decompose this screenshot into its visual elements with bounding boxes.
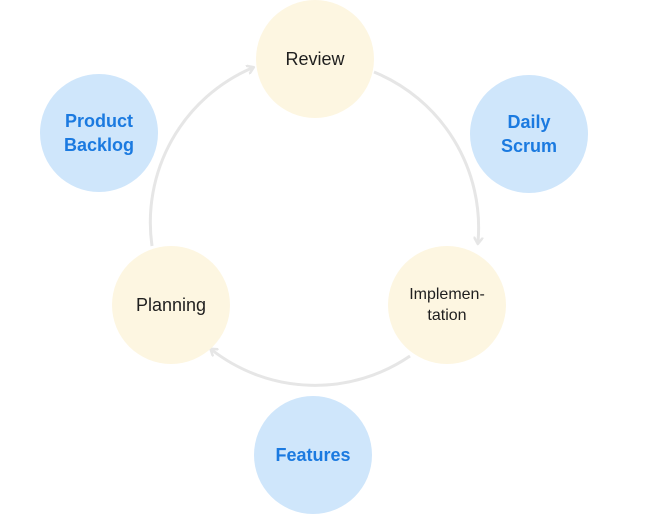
arrow-implementation-to-planning — [212, 350, 411, 387]
implementation-label-line2: tation — [427, 307, 467, 324]
arrow-review-to-implementation — [373, 70, 479, 242]
product-backlog-label-line1: Product — [64, 111, 133, 131]
planning-label: Planning — [135, 295, 207, 315]
daily-scrum-node: Daily Scrum — [470, 75, 588, 193]
features-node: Features — [254, 396, 372, 514]
review-phase-node: Review — [256, 0, 374, 118]
implementation-phase-node: Implemen- tation — [388, 246, 506, 364]
planning-phase-node: Planning — [112, 246, 230, 364]
product-backlog-label-line2: Backlog — [63, 135, 135, 155]
daily-scrum-label-line2: Scrum — [500, 136, 558, 156]
review-label: Review — [285, 49, 345, 69]
daily-scrum-label-line1: Daily — [507, 112, 551, 132]
product-backlog-node: Product Backlog — [40, 74, 158, 192]
implementation-label-line1: Implemen- — [409, 286, 485, 303]
features-label: Features — [275, 445, 351, 465]
arrow-planning-to-review — [148, 68, 252, 247]
